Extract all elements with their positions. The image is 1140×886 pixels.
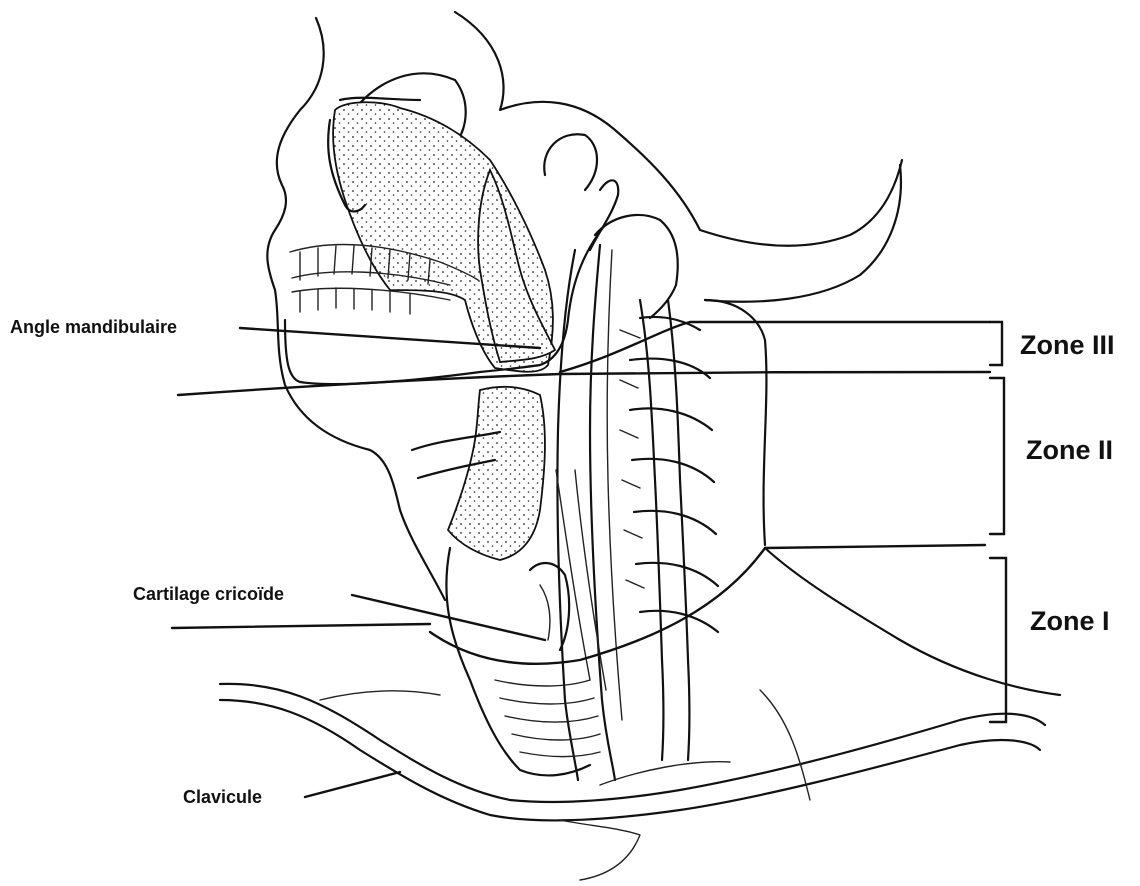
zone1-upper-line	[430, 545, 985, 664]
label-cartilage-cricoide: Cartilage cricoïde	[133, 584, 284, 604]
zone1-left-line	[172, 624, 430, 628]
zone3-upper-line	[560, 322, 990, 372]
label-angle-mandibulaire: Angle mandibulaire	[10, 317, 177, 337]
zone1-bracket	[990, 558, 1006, 722]
zone-brackets	[990, 322, 1006, 722]
label-zone-1: Zone I	[1030, 606, 1110, 636]
clavicle-leader-line	[305, 772, 400, 797]
zone2-upper-line	[178, 372, 990, 395]
label-clavicule: Clavicule	[183, 787, 262, 807]
label-zone-3: Zone III	[1020, 330, 1115, 360]
neck-anatomy-illustration	[220, 12, 1060, 880]
zone2-bracket	[990, 378, 1004, 534]
cricoid-leader-line	[352, 595, 545, 640]
zone-boundary-lines	[172, 322, 990, 664]
label-zone-2: Zone II	[1026, 435, 1113, 465]
zone3-bracket	[990, 322, 1002, 365]
